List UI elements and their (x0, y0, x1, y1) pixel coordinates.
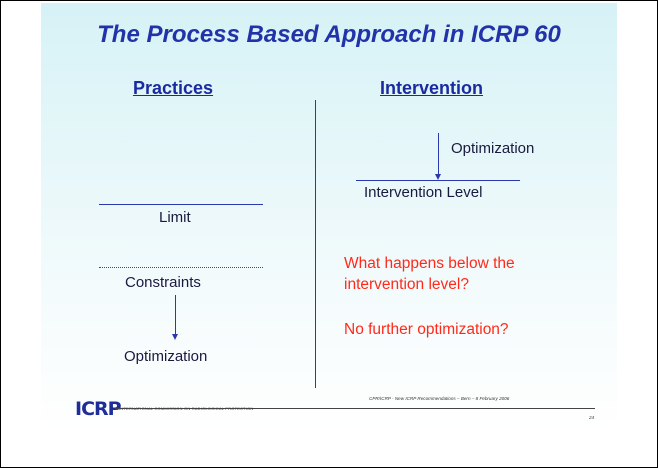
limit-line (99, 204, 263, 205)
question-line-1: What happens below the (344, 255, 515, 272)
icrp-logo: ICRP (75, 398, 122, 420)
practices-heading: Practices (133, 78, 214, 98)
intervention-arrow-shaft (438, 133, 439, 175)
slide-title: The Process Based Approach in ICRP 60 (97, 21, 561, 48)
intervention-heading: Intervention (380, 78, 484, 98)
page-number: 24 (589, 415, 595, 420)
practices-arrow-shaft (175, 295, 176, 335)
question-line-2: intervention level? (344, 276, 469, 293)
intervention-level-line (356, 180, 520, 181)
intervention-level-label: Intervention Level (364, 184, 483, 201)
constraints-label: Constraints (125, 274, 201, 291)
intervention-optimization-label: Optimization (451, 140, 535, 157)
footer-rule (115, 408, 595, 409)
footer-text: CPR/ICRP - New ICRP Recommendations – Be… (369, 396, 510, 401)
column-divider (315, 100, 316, 388)
constraints-dotted-line (99, 267, 263, 268)
practices-optimization-label: Optimization (124, 348, 208, 365)
practices-arrow-down-icon (172, 334, 178, 340)
intervention-arrow-down-icon (435, 174, 441, 180)
question-2: No further optimization? (344, 321, 509, 338)
limit-label: Limit (159, 209, 191, 226)
slide: The Process Based Approach in ICRP 60 Pr… (41, 3, 617, 433)
